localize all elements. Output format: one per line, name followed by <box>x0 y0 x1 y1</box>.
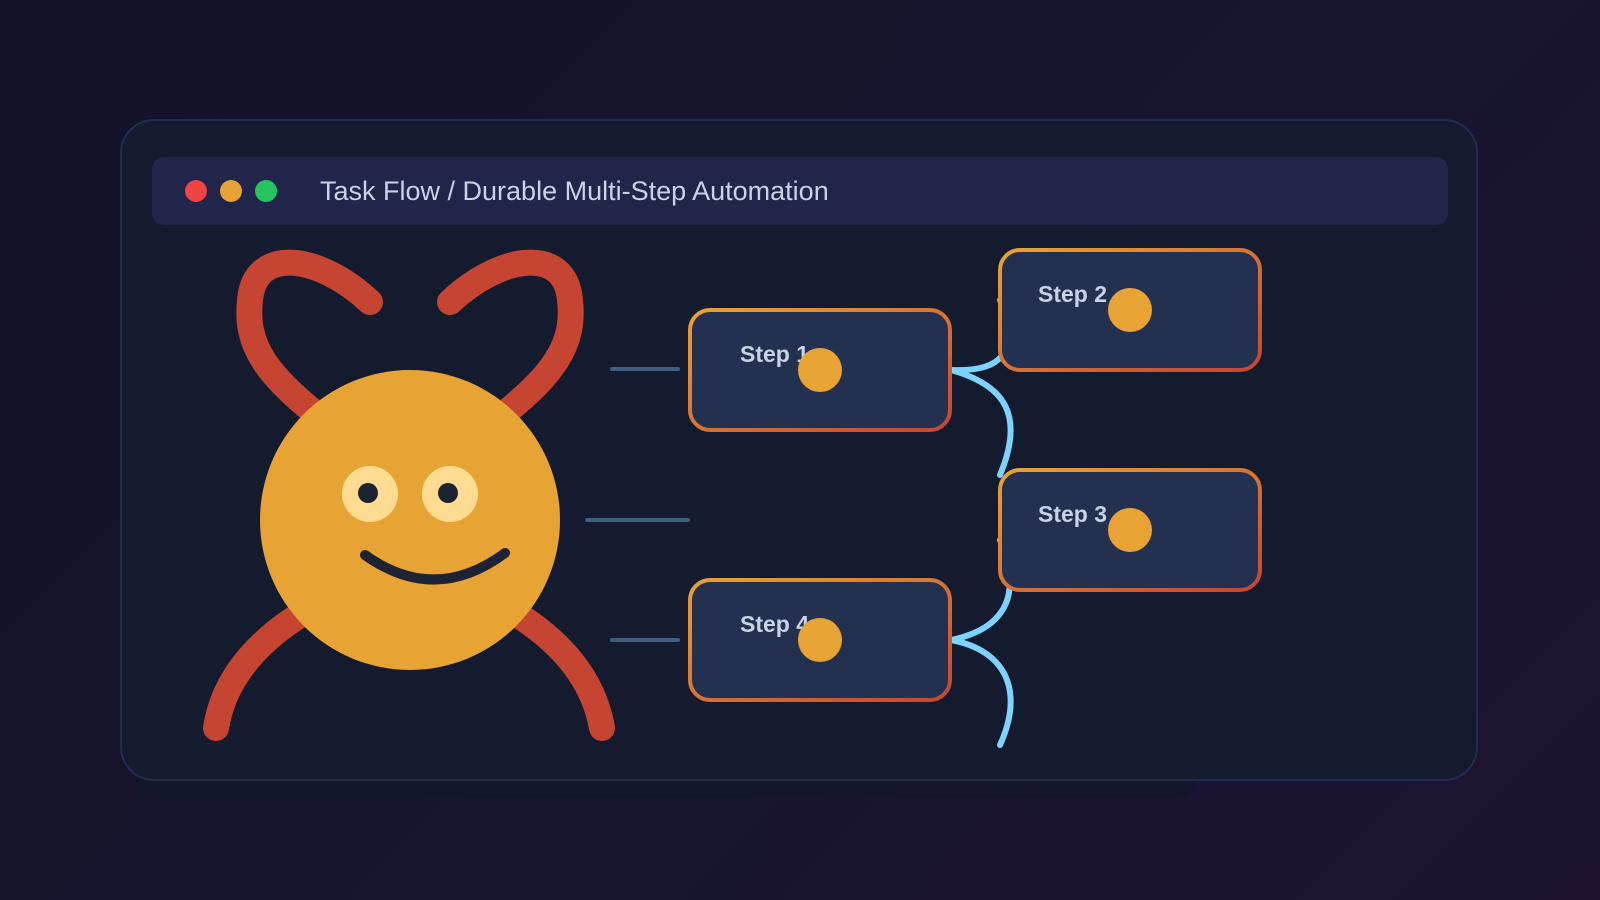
close-window-button[interactable] <box>185 180 207 202</box>
window-title: Task Flow / Durable Multi-Step Automatio… <box>320 176 829 206</box>
mascot-body <box>260 370 560 670</box>
connector-step1-step3 <box>948 367 1014 478</box>
mascot-right-pupil <box>438 483 458 503</box>
step-2-label: Step 2 <box>1038 281 1107 307</box>
step-3-node[interactable]: Step 3 <box>998 468 1262 592</box>
title-bar: Task Flow / Durable Multi-Step Automatio… <box>152 157 1448 225</box>
step-3-indicator <box>1108 508 1152 552</box>
minimize-window-button[interactable] <box>220 180 242 202</box>
step-1-label: Step 1 <box>740 341 809 367</box>
step-1-node[interactable]: Step 1 <box>688 308 952 432</box>
mascot-arm-upper-left <box>236 249 383 438</box>
smiling-octopus-mascot-icon <box>203 249 615 741</box>
step-4-label: Step 4 <box>740 611 809 637</box>
step-2-node[interactable]: Step 2 <box>998 248 1262 372</box>
step-4-node[interactable]: Step 4 <box>688 578 952 702</box>
step-1-indicator <box>798 348 842 392</box>
connector-step4-out <box>948 637 1014 748</box>
step-4-indicator <box>798 618 842 662</box>
mascot-arm-upper-right <box>437 249 584 438</box>
maximize-window-button[interactable] <box>255 180 277 202</box>
mascot-left-pupil <box>358 483 378 503</box>
step-3-label: Step 3 <box>1038 501 1107 527</box>
mascot-smile <box>360 548 510 585</box>
step-2-indicator <box>1108 288 1152 332</box>
